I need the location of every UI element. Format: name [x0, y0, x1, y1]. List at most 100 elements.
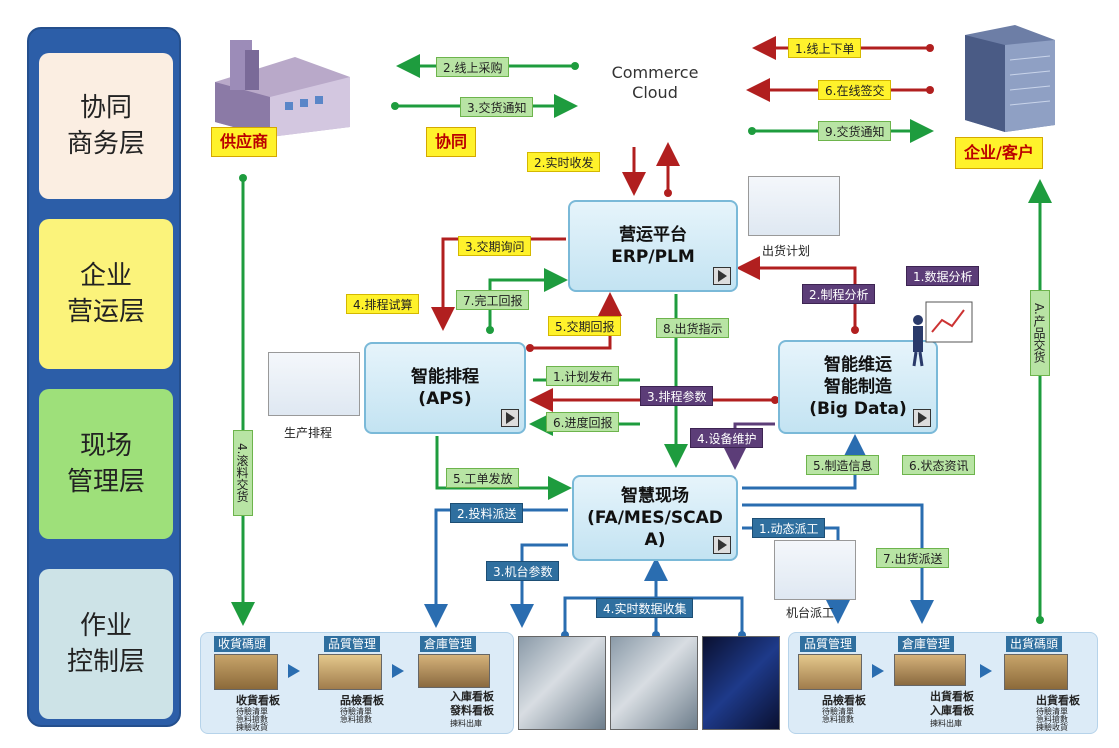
tag-online-order: 1.线上下单 — [788, 38, 862, 58]
station-receiving-board: 收貨看板 — [236, 694, 280, 707]
production-schedule-label: 生产排程 — [284, 426, 333, 440]
server-room-photo — [702, 636, 780, 730]
aps-cn-label: 智能排程 — [411, 367, 479, 387]
production-schedule-thumbnail — [268, 352, 360, 416]
layer-field-management: 现场 管理层 — [39, 389, 173, 539]
station-receiving-sub1: 待驗清單 — [236, 707, 268, 716]
presenter-illustration — [912, 301, 973, 367]
station-warehouse-board2: 發料看板 — [450, 704, 494, 717]
station-warehouse-title: 倉庫管理 — [420, 636, 477, 652]
machine-dispatch-thumbnail — [774, 540, 856, 600]
station-r-warehouse-title: 倉庫管理 — [898, 636, 955, 652]
tag-status-info: 6.状态资讯 — [902, 455, 976, 475]
station-shipping-sub2: 急料搶數 — [1036, 715, 1068, 724]
aps-box: 智能排程 (APS) — [364, 342, 526, 434]
station-r-quality-title: 品質管理 — [800, 636, 857, 652]
factory-illustration — [215, 40, 350, 137]
commerce-cloud-label: Commerce Cloud — [611, 63, 699, 102]
supplier-label: 供应商 — [211, 127, 278, 157]
tag-online-purchase: 2.线上采购 — [436, 57, 510, 77]
tag-work-order: 5.工单发放 — [446, 468, 520, 488]
station-warehouse-photo — [418, 654, 490, 688]
tag-equipment-maint: 4.设备维护 — [690, 428, 764, 448]
station-quality-sub2: 急料搶數 — [340, 715, 372, 724]
mes-box: 智慧现场 (FA/MES/SCAD A) — [572, 475, 738, 561]
mes-en1-label: (FA/MES/SCAD — [587, 508, 723, 528]
station-r-quality-photo — [798, 654, 862, 690]
tag-completion-report: 7.完工回报 — [456, 290, 530, 310]
tag-dynamic-dispatch: 1.动态派工 — [752, 518, 826, 538]
tag-process-analysis: 2.制程分析 — [802, 284, 876, 304]
tag-online-sign: 6.在线签交 — [818, 80, 892, 100]
layer-collaborative-commerce: 协同 商务层 — [39, 53, 173, 199]
station-r-quality-board: 品檢看板 — [822, 694, 866, 707]
arrow-delivery-reply — [530, 292, 622, 350]
arrow-material-dispatch — [424, 508, 568, 628]
bigdata-box: 智能维运 智能制造 (Big Data) — [778, 340, 938, 434]
erp-plm-box: 营运平台 ERP/PLM — [568, 200, 738, 292]
tag-product-delivery: A.产品交货 — [1030, 290, 1050, 376]
tag-material-dispatch: 2.投料派送 — [450, 503, 524, 523]
station-shipping-board: 出貨看板 — [1036, 694, 1080, 707]
tag-delivery-notice-a: 3.交货通知 — [460, 97, 534, 117]
tag-schedule-params: 3.排程参数 — [640, 386, 714, 406]
arrow-work-order — [435, 436, 572, 500]
play-icon — [713, 536, 731, 554]
layer-sidebar: 协同 商务层 企业 营运层 现场 管理层 作业 控制层 — [27, 27, 181, 727]
arrow-completion-report — [488, 268, 568, 330]
erp-en-label: ERP/PLM — [611, 247, 695, 267]
station-r-quality-sub2: 急料搶數 — [822, 715, 854, 724]
tag-machine-params: 3.机台参数 — [486, 561, 560, 581]
shipping-plan-thumbnail — [748, 176, 840, 236]
station-shipping-title: 出貨碼頭 — [1006, 636, 1063, 652]
factory-floor-photo-2 — [610, 636, 698, 730]
arrow-process-analysis — [736, 256, 857, 330]
station-r-warehouse-sub3: 揀料出庫 — [930, 719, 962, 728]
tag-shipping-dispatch: 7.出货派送 — [876, 548, 950, 568]
station-receiving-sub3: 揀驗收貨 — [236, 723, 268, 732]
station-shipping-sub1: 待驗清單 — [1036, 707, 1068, 716]
arrow-equipment-maint — [723, 422, 775, 470]
mes-en2-label: A) — [644, 530, 666, 550]
tag-realtime-collect: 4.实时数据收集 — [596, 598, 694, 618]
collaboration-label: 协同 — [426, 127, 477, 157]
tag-delivery-reply: 5.交期回报 — [548, 316, 622, 336]
tag-receipt-delivery: 4.滚料交货 — [233, 430, 253, 516]
station-warehouse-sub3: 揀料出庫 — [450, 719, 482, 728]
customer-label: 企业/客户 — [955, 137, 1043, 169]
station-receiving-photo — [214, 654, 278, 690]
tag-delivery-inquiry: 3.交期询问 — [458, 236, 532, 256]
tag-realtime-sync: 2.实时收发 — [527, 152, 601, 172]
station-warehouse-board: 入庫看板 — [450, 690, 494, 703]
tag-schedule-trial: 4.排程试算 — [346, 294, 420, 314]
station-r-warehouse-board: 出貨看板 — [930, 690, 974, 703]
station-r-warehouse-board2: 入庫看板 — [930, 704, 974, 717]
shipping-plan-label: 出货计划 — [762, 244, 811, 258]
station-quality-title: 品質管理 — [324, 636, 381, 652]
bigdata-cn2-label: 智能制造 — [824, 377, 892, 397]
aps-en-label: (APS) — [418, 389, 472, 409]
machine-dispatch-label: 机台派工 — [786, 606, 835, 620]
station-receiving-title: 收貨碼頭 — [214, 636, 271, 652]
tag-mfg-info: 5.制造信息 — [806, 455, 880, 475]
station-quality-photo — [318, 654, 382, 690]
station-receiving-sub2: 急料搶數 — [236, 715, 268, 724]
station-quality-sub1: 待驗清單 — [340, 707, 372, 716]
layer-enterprise-operations: 企业 营运层 — [39, 219, 173, 369]
station-r-warehouse-photo — [894, 654, 966, 686]
arrow-shipping-dispatch — [742, 503, 934, 624]
play-icon — [913, 409, 931, 427]
factory-floor-photo-1 — [518, 636, 606, 730]
station-shipping-photo — [1004, 654, 1068, 690]
tag-plan-release: 1.计划发布 — [546, 366, 620, 386]
arrow-machine-params — [510, 543, 568, 628]
tag-shipping-instruction: 8.出货指示 — [656, 318, 730, 338]
play-icon — [713, 267, 731, 285]
station-shipping-sub3: 揀驗收貨 — [1036, 723, 1068, 732]
bigdata-cn1-label: 智能维运 — [824, 355, 892, 375]
office-building-illustration — [965, 25, 1055, 132]
layer-operation-control: 作业 控制层 — [39, 569, 173, 719]
bigdata-en-label: (Big Data) — [809, 399, 907, 419]
tag-data-analysis: 1.数据分析 — [906, 266, 980, 286]
